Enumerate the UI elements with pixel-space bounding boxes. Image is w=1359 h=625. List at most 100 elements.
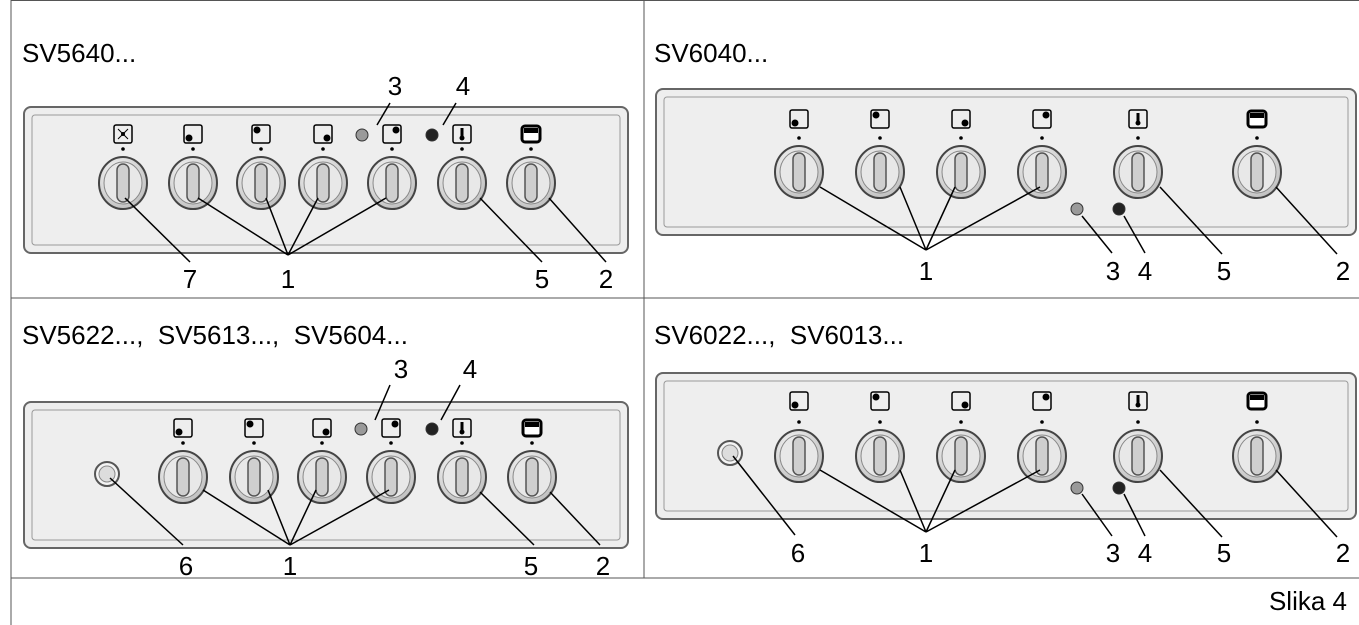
- control-knob: [98, 147, 148, 210]
- leader-line: [925, 186, 956, 251]
- callout-number: 7: [183, 264, 197, 294]
- position-dot: [1040, 420, 1044, 424]
- control-panel-inner-border: [663, 96, 1349, 228]
- control-knob: [297, 441, 347, 504]
- callout-number: 4: [1138, 538, 1152, 568]
- table-frame: [10, 0, 1359, 625]
- position-dot: [1136, 420, 1140, 424]
- position-dot: [321, 147, 325, 151]
- leader-line: [732, 455, 796, 536]
- leader-line: [925, 186, 1041, 251]
- position-dot: [878, 136, 882, 140]
- leader-line: [479, 197, 543, 263]
- position-dot: [1255, 420, 1259, 424]
- callout-number: 4: [1138, 256, 1152, 286]
- leader-line: [287, 197, 319, 256]
- leader-line: [1159, 469, 1223, 538]
- leader-line: [548, 197, 607, 263]
- control-knob: [507, 441, 557, 504]
- control-knob: [774, 136, 824, 199]
- knob-symbol-hob-br-icon: [382, 124, 402, 144]
- callout-number: 3: [1106, 538, 1120, 568]
- indicator-light-dark: [1112, 202, 1126, 216]
- knob-symbol-hob-fl-icon: [789, 109, 809, 129]
- leader-line: [1123, 215, 1146, 254]
- leader-line: [289, 489, 317, 546]
- callout-number: 5: [535, 264, 549, 294]
- position-dot: [797, 136, 801, 140]
- callout-number: 5: [1217, 538, 1231, 568]
- position-dot: [959, 420, 963, 424]
- callout-number: 1: [919, 256, 933, 286]
- indicator-light-grey: [1070, 202, 1084, 216]
- position-dot: [460, 147, 464, 151]
- knob-symbol-thermo-icon: [1128, 391, 1148, 411]
- control-knob: [936, 420, 986, 483]
- position-dot: [1040, 136, 1044, 140]
- leader-line: [819, 469, 927, 533]
- knob-symbol-hob-fr-icon: [312, 418, 332, 438]
- position-dot: [390, 147, 394, 151]
- position-dot: [529, 147, 533, 151]
- position-dot: [797, 420, 801, 424]
- position-dot: [878, 420, 882, 424]
- leader-line: [549, 491, 601, 546]
- knob-symbol-hob-bl-icon: [870, 109, 890, 129]
- knob-symbol-hob-fl-icon: [173, 418, 193, 438]
- position-dot: [460, 441, 464, 445]
- panel-title-sv6022: SV6022..., SV6013...: [654, 320, 905, 350]
- panel-title-sv5622: SV5622..., SV5613..., SV5604...: [22, 320, 408, 350]
- knob-symbol-hob-br-icon: [381, 418, 401, 438]
- knob-symbol-hob-bl-icon: [870, 391, 890, 411]
- control-knob: [366, 441, 416, 504]
- leader-line: [1159, 186, 1223, 255]
- leader-line: [1275, 469, 1338, 538]
- knob-symbol-hob-br-icon: [1032, 109, 1052, 129]
- knob-symbol-hob-bl-icon: [244, 418, 264, 438]
- indicator-light-dark: [425, 128, 439, 142]
- indicator-light-dark: [425, 422, 439, 436]
- control-panel-inner-border: [31, 409, 621, 541]
- leader-line: [1081, 215, 1113, 254]
- callout-number: 6: [791, 538, 805, 568]
- knob-symbol-hob-fr-icon: [951, 391, 971, 411]
- callout-number: 2: [1336, 256, 1350, 286]
- knob-symbol-thermo-icon: [452, 124, 472, 144]
- leader-line: [925, 469, 956, 533]
- control-panel-inner-border: [31, 114, 621, 246]
- leader-line: [202, 489, 291, 546]
- control-knob: [236, 147, 286, 210]
- control-knob: [367, 147, 417, 210]
- control-knob: [855, 420, 905, 483]
- control-panel-plate: [655, 372, 1357, 520]
- leader-line: [899, 469, 927, 533]
- leader-line: [265, 197, 289, 256]
- control-knob: [1232, 136, 1282, 199]
- control-knob: [1017, 420, 1067, 483]
- control-knob: [936, 136, 986, 199]
- callout-number: 3: [388, 71, 402, 101]
- leader-line: [109, 477, 184, 546]
- figure-caption: Slika 4: [1268, 586, 1347, 616]
- control-knob: [229, 441, 279, 504]
- control-knob: [1232, 420, 1282, 483]
- control-knob: [774, 420, 824, 483]
- callout-number: 5: [1217, 256, 1231, 286]
- callout-number: 1: [281, 264, 295, 294]
- knob-symbol-thermo-icon: [452, 418, 472, 438]
- position-dot: [959, 136, 963, 140]
- leader-line: [440, 384, 461, 421]
- control-knob: [855, 136, 905, 199]
- control-knob: [1113, 420, 1163, 483]
- callout-number: 3: [1106, 256, 1120, 286]
- leader-line: [267, 489, 291, 546]
- control-panel-plate: [655, 88, 1357, 236]
- panel-title-sv6040: SV6040...: [654, 38, 769, 68]
- position-dot: [259, 147, 263, 151]
- indicator-light-grey: [355, 128, 369, 142]
- callout-number: 4: [456, 71, 470, 101]
- leader-line: [1081, 493, 1113, 537]
- position-dot: [191, 147, 195, 151]
- knob-symbol-hob-fr-icon: [313, 124, 333, 144]
- callout-number: 1: [919, 538, 933, 568]
